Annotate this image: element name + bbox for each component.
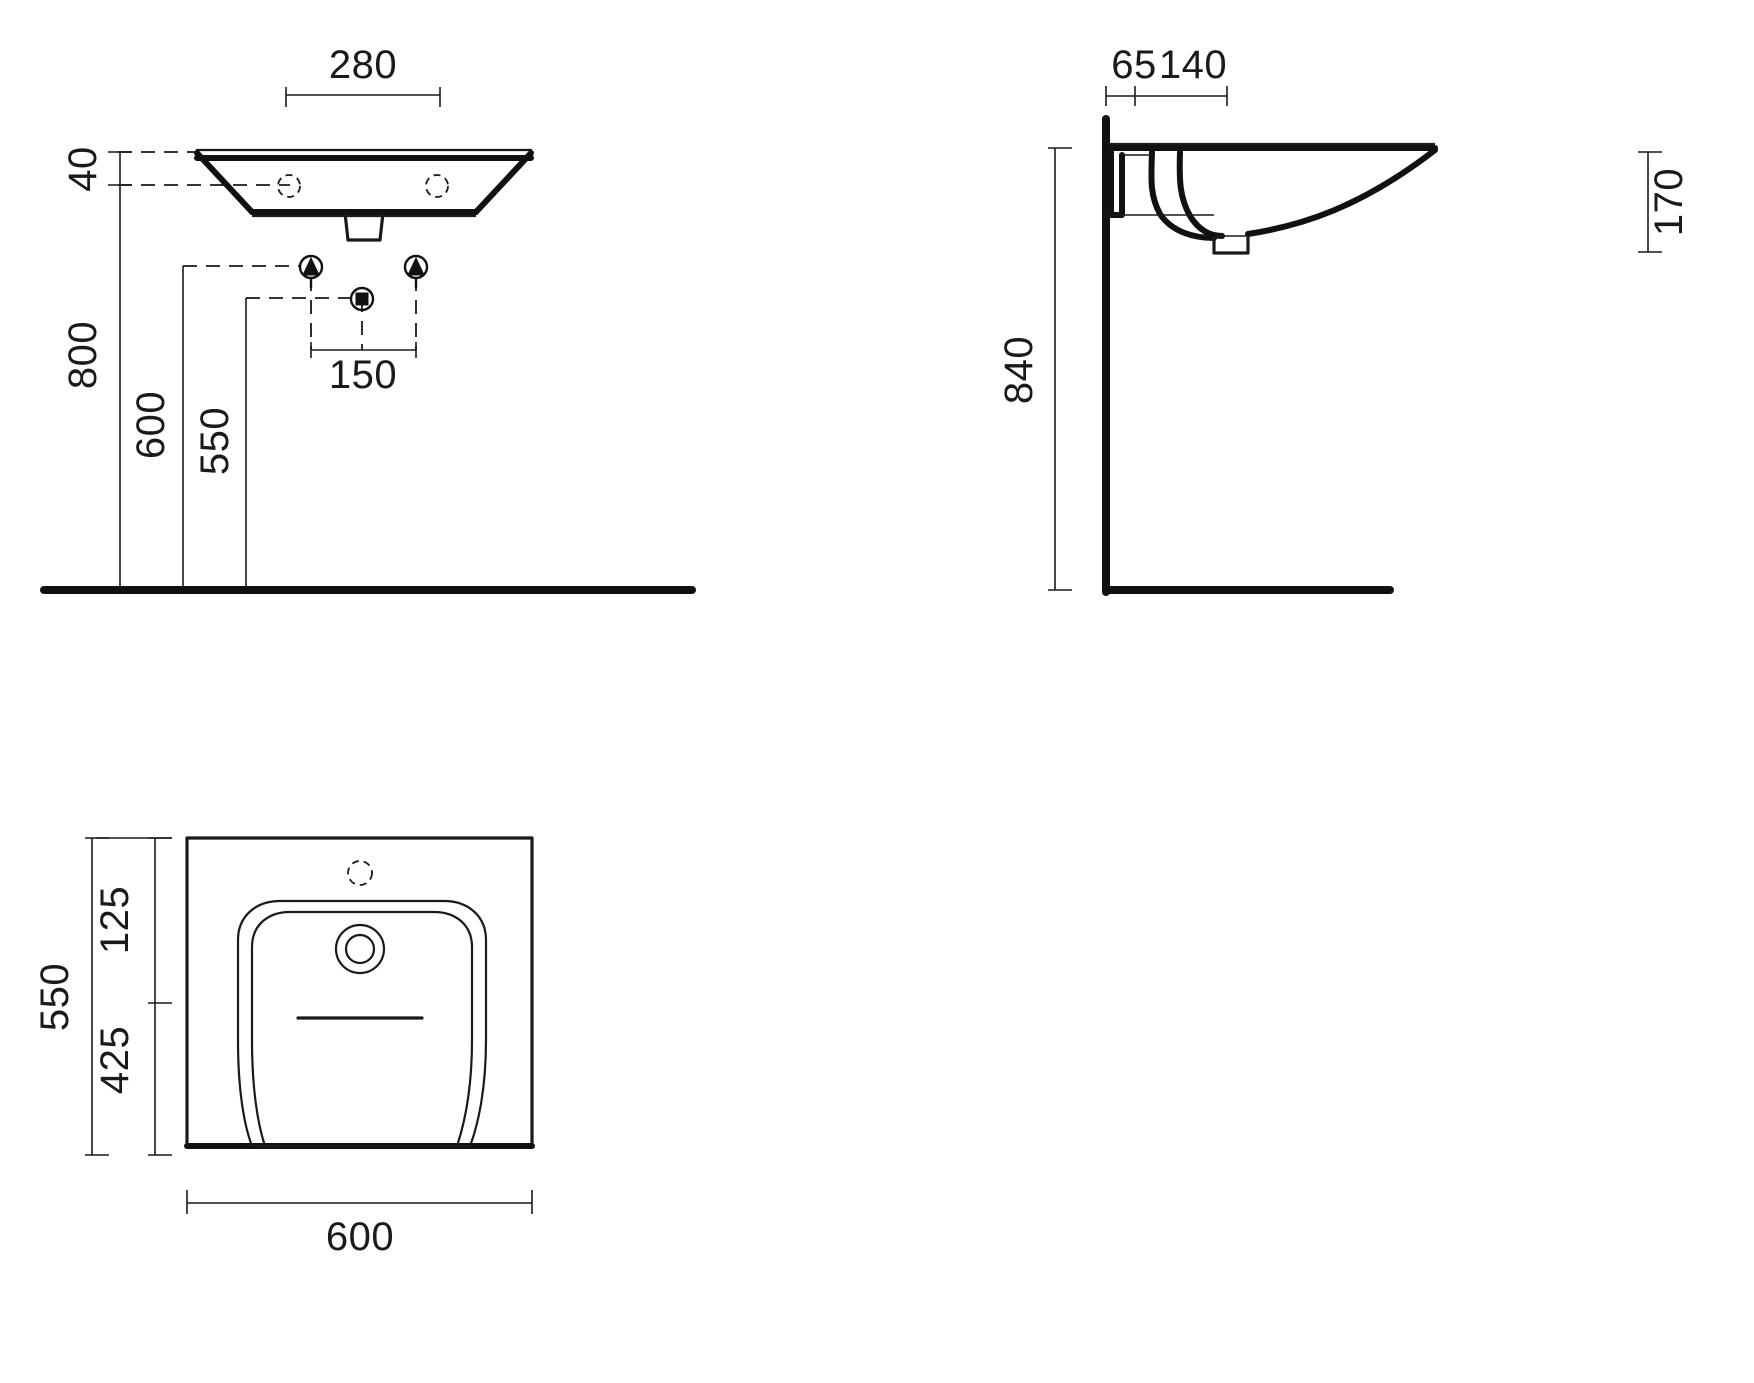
water-supply-symbol-left: [298, 254, 324, 288]
tap-hole-marker-plan: [347, 860, 373, 886]
water-supply-symbol-right: [403, 254, 429, 288]
dimension-550-plan-label: 550: [33, 963, 77, 1031]
tap-hole-left: [277, 174, 301, 198]
basin-front-outline: [194, 148, 534, 242]
dimension-800: 800: [61, 185, 121, 592]
basin-side-profile: [1106, 142, 1438, 255]
dimension-125: 125: [93, 837, 172, 1004]
bowl-plan-outline: [236, 899, 488, 1148]
dimension-65-140: 65 140: [1105, 43, 1228, 106]
dimension-840-label: 840: [997, 336, 1041, 404]
dimension-600: 600: [129, 265, 300, 592]
dimension-550-front-label: 550: [193, 407, 237, 475]
dimension-550-plan: 550: [33, 837, 109, 1156]
dimension-40-label: 40: [61, 146, 105, 192]
dimension-600-label: 600: [129, 391, 173, 459]
dimension-280-label: 280: [329, 43, 397, 87]
drain-symbol: [349, 286, 375, 312]
dimension-280: 280: [285, 43, 441, 107]
supply-connection-lines: [310, 277, 417, 358]
front-elevation-view: 280 40: [40, 43, 696, 594]
side-section-view: 65 140 8: [997, 43, 1691, 596]
dimension-65-label: 65: [1111, 43, 1157, 87]
dimension-600-plan-label: 600: [326, 1215, 394, 1259]
dimension-150-label: 150: [329, 353, 397, 397]
dimension-425-label: 425: [93, 1026, 137, 1094]
dimension-840: 840: [997, 147, 1072, 591]
tap-hole-right: [425, 174, 449, 198]
dimension-170-label: 170: [1647, 168, 1691, 236]
dimension-425: 425: [93, 1003, 172, 1156]
plan-view: 125 425 550 600: [33, 836, 535, 1259]
dimension-170: 170: [1638, 151, 1691, 253]
dimension-550-front: 550: [193, 297, 352, 592]
dimension-140-label: 140: [1159, 43, 1227, 87]
tap-hole-markers: [277, 174, 449, 198]
dimension-600-plan: 600: [186, 1190, 533, 1259]
drain-outlet: [334, 923, 386, 975]
dimension-40: 40: [61, 146, 290, 192]
dimension-800-label: 800: [61, 321, 105, 389]
dimension-125-label: 125: [93, 886, 137, 954]
